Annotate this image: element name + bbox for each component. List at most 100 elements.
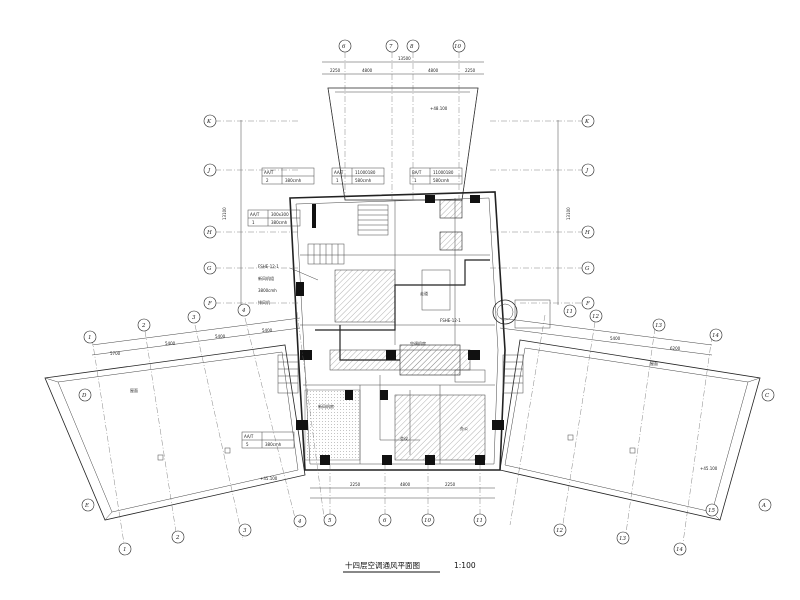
svg-text:F: F bbox=[585, 301, 590, 307]
svg-text:H: H bbox=[206, 230, 212, 236]
svg-text:14: 14 bbox=[676, 547, 683, 553]
svg-text:11: 11 bbox=[566, 309, 573, 315]
svg-text:6200: 6200 bbox=[670, 346, 681, 351]
svg-text:G: G bbox=[585, 266, 590, 272]
axis-bubble-right-12: 12 bbox=[589, 309, 603, 323]
svg-text:新风机组: 新风机组 bbox=[258, 275, 274, 281]
axis-bubble-left-H: H bbox=[203, 225, 217, 239]
svg-text:1: 1 bbox=[252, 220, 255, 225]
room-label: 新风机房 bbox=[318, 403, 334, 409]
svg-text:2250: 2250 bbox=[350, 482, 361, 487]
axis-bubble-top-6: 6 bbox=[338, 39, 352, 53]
left-wing-axes: 5700 5400 5400 5400 bbox=[91, 311, 326, 551]
axis-bubble-top-7: 7 bbox=[385, 39, 399, 53]
svg-text:1: 1 bbox=[123, 547, 127, 553]
axis-bubble-left-G: G bbox=[203, 261, 217, 275]
axis-bubble-side-A: A bbox=[758, 498, 772, 512]
elevation-left: +45.100 bbox=[260, 476, 278, 481]
svg-text:580cmh: 580cmh bbox=[355, 178, 372, 183]
svg-text:5400: 5400 bbox=[262, 328, 273, 333]
svg-text:FSHE-12-1: FSHE-12-1 bbox=[258, 264, 279, 269]
shaft bbox=[421, 269, 451, 311]
roof-drain bbox=[629, 447, 636, 454]
svg-text:4800: 4800 bbox=[400, 482, 411, 487]
svg-text:5400: 5400 bbox=[610, 336, 621, 341]
stair bbox=[307, 243, 345, 265]
room-label: 会议 bbox=[400, 435, 408, 441]
svg-text:13: 13 bbox=[655, 323, 662, 329]
roof-drain bbox=[157, 454, 164, 461]
svg-text:2250: 2250 bbox=[465, 68, 476, 73]
room-label-roof-left: 屋面 bbox=[130, 387, 138, 393]
svg-text:12: 12 bbox=[556, 528, 563, 534]
svg-text:11000180: 11000180 bbox=[355, 170, 376, 175]
axis-bubble-side-D: D bbox=[78, 388, 92, 402]
top-roof: +48.100 bbox=[327, 87, 479, 201]
svg-text:380cmh: 380cmh bbox=[285, 178, 302, 183]
svg-text:5400: 5400 bbox=[165, 341, 176, 346]
svg-text:14: 14 bbox=[712, 333, 719, 339]
axis-bubble-left-J: J bbox=[203, 163, 217, 177]
duct-tag: AA/T 5 380cmh bbox=[241, 431, 295, 449]
svg-text:J: J bbox=[207, 168, 211, 174]
duct-tag: BA/T 11000180 1 580cmh bbox=[409, 167, 463, 185]
roof-drain bbox=[224, 447, 231, 454]
axis-bubble-left-1: 1 bbox=[83, 330, 97, 344]
svg-text:H: H bbox=[584, 230, 590, 236]
axis-bubble-bottom-6: 6 bbox=[378, 513, 392, 527]
right-wing-axes: 5400 6200 bbox=[499, 314, 713, 551]
svg-text:排风机: 排风机 bbox=[258, 299, 270, 305]
svg-text:1: 1 bbox=[336, 178, 339, 183]
svg-text:3: 3 bbox=[192, 315, 196, 321]
svg-text:5700: 5700 bbox=[110, 351, 121, 356]
elevator-shaft bbox=[439, 231, 463, 251]
svg-text:8: 8 bbox=[410, 44, 414, 50]
svg-text:5400: 5400 bbox=[215, 334, 226, 339]
svg-text:3800cmh: 3800cmh bbox=[258, 288, 277, 293]
svg-text:K: K bbox=[584, 119, 590, 125]
axis-bubble-top-8: 8 bbox=[406, 39, 420, 53]
svg-text:D: D bbox=[81, 393, 87, 399]
right-vertical-dims: 13100 bbox=[490, 120, 590, 305]
svg-text:13100: 13100 bbox=[566, 207, 571, 220]
axis-bubble-side-E: E bbox=[81, 498, 95, 512]
axis-bubble-left-2: 2 bbox=[137, 318, 151, 332]
room-label: 空调机房 bbox=[410, 340, 426, 346]
elevator-shaft bbox=[439, 199, 463, 219]
svg-text:4: 4 bbox=[297, 519, 302, 525]
axis-bubble-right-13: 13 bbox=[652, 318, 666, 332]
svg-text:1: 1 bbox=[414, 178, 417, 183]
axis-bubble-bottom-1: 1 bbox=[118, 542, 132, 556]
drawing-title: 十四层空调通风平面图 1:100 bbox=[343, 560, 476, 573]
svg-text:380cmh: 380cmh bbox=[271, 220, 288, 225]
axis-bubble-bottom-12: 12 bbox=[553, 523, 567, 537]
axis-bubble-right-K: K bbox=[581, 114, 595, 128]
svg-text:2: 2 bbox=[175, 535, 180, 541]
axis-bubble-bottom-4: 4 bbox=[293, 514, 307, 528]
svg-text:BA/T: BA/T bbox=[412, 170, 422, 175]
svg-text:6: 6 bbox=[383, 518, 387, 524]
room-label: 办公 bbox=[460, 425, 468, 431]
room-label-roof-right: 屋面 bbox=[650, 360, 658, 366]
axis-bubble-bottom-11: 11 bbox=[473, 513, 487, 527]
axis-bubble-top-10: 10 bbox=[452, 39, 466, 53]
right-wing-roof: 屋面 +45.100 bbox=[499, 339, 761, 521]
axis-bubble-bottom-13: 13 bbox=[616, 531, 630, 545]
air-handling-unit bbox=[399, 344, 461, 376]
svg-text:12: 12 bbox=[592, 314, 599, 320]
svg-text:4: 4 bbox=[241, 308, 246, 314]
svg-text:4800: 4800 bbox=[428, 68, 439, 73]
svg-text:5: 5 bbox=[246, 442, 249, 447]
svg-text:A: A bbox=[761, 503, 766, 509]
svg-text:300x300: 300x300 bbox=[271, 212, 289, 217]
axis-bubble-left-3: 3 bbox=[187, 310, 201, 324]
svg-text:10: 10 bbox=[454, 44, 461, 50]
svg-text:AA/T: AA/T bbox=[244, 434, 254, 439]
duct-tag: AA/T 11000180 1 580cmh bbox=[331, 167, 385, 185]
svg-text:380cmh: 380cmh bbox=[265, 442, 282, 447]
svg-text:2250: 2250 bbox=[330, 68, 341, 73]
side-stair-right bbox=[502, 354, 524, 394]
bottom-center-axes: 2250 4800 2250 bbox=[310, 465, 495, 516]
axis-bubble-right-G: G bbox=[581, 261, 595, 275]
